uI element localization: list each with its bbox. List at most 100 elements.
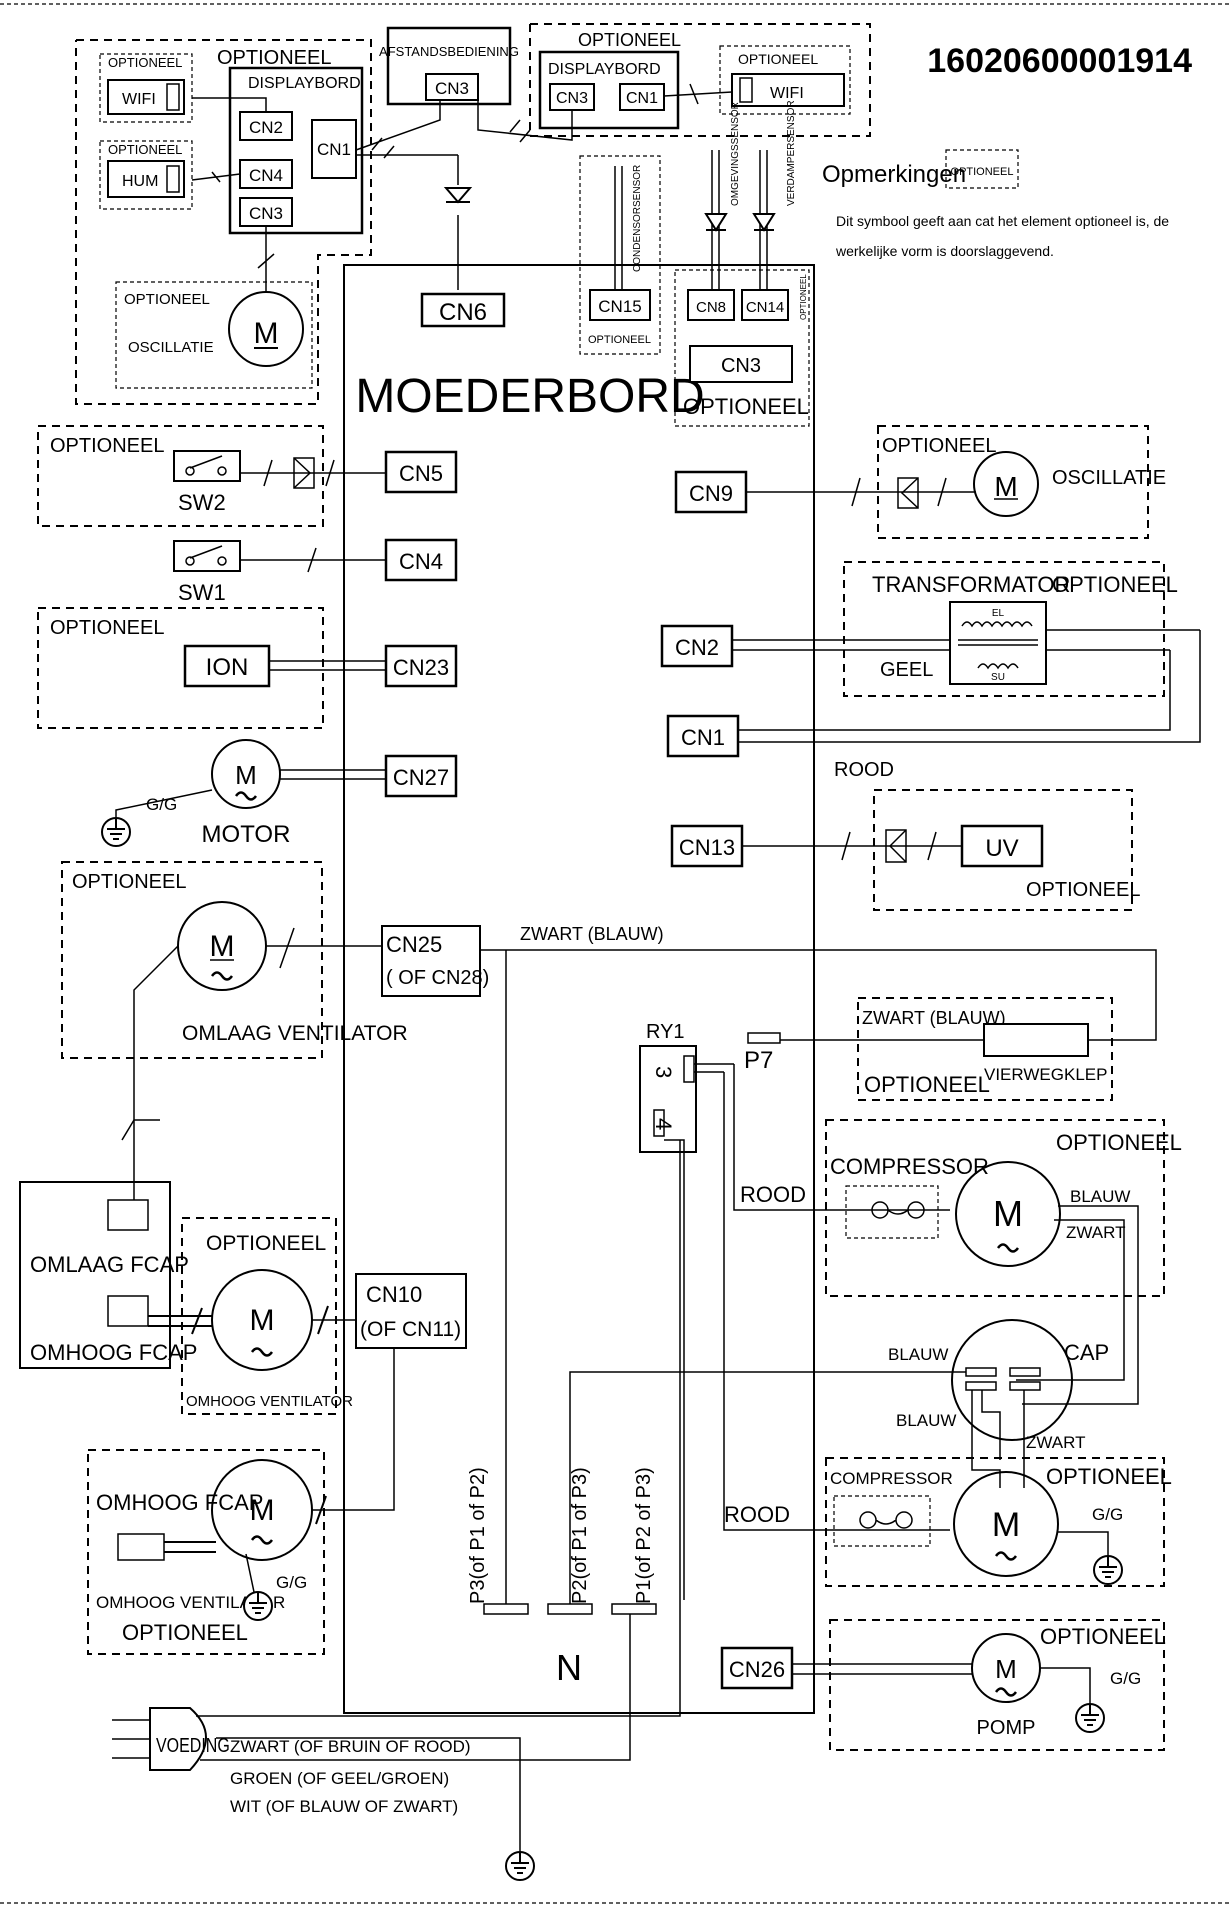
black-blue-label: ZWART (BLAUW)	[520, 924, 664, 944]
switch-sw2	[173, 450, 241, 482]
optional-label: OPTIONEEL	[108, 142, 182, 157]
motor-label: MOTOR	[202, 821, 291, 848]
cn3-label: CN3	[249, 204, 283, 223]
w-green-label: GROEN (OF GEEL/GROEN)	[230, 1769, 449, 1788]
cn10-label: CN10	[366, 1282, 422, 1307]
optional-group-compressor-lower	[825, 1457, 1165, 1587]
cap-label: CAP	[1064, 1340, 1109, 1365]
motor-m-label: M	[210, 930, 235, 963]
blue-label: BLAUW	[888, 1345, 948, 1364]
el-label: EL	[992, 608, 1005, 619]
sw1-label: SW1	[178, 580, 226, 605]
optional-label: OPTIONEEL	[1040, 1624, 1166, 1649]
cn23-connector	[384, 644, 458, 688]
optional-label: OPTIONEEL	[72, 871, 186, 893]
cn25-label: CN25	[386, 932, 442, 957]
cn25-connector	[381, 925, 481, 997]
uv-lamp	[960, 824, 1044, 868]
blue-label: BLAUW	[1070, 1187, 1130, 1206]
symbol-label-label: OPTIONEEL	[951, 166, 1014, 178]
gg-label: G/G	[146, 795, 177, 814]
optional-label: OPTIONEEL	[738, 51, 818, 67]
motor-m-label: M	[254, 317, 279, 350]
cn4-connector	[384, 538, 458, 582]
optional-group-pump	[829, 1619, 1165, 1751]
terminal-p1	[611, 1603, 657, 1615]
transformer-label: TRANSFORMATOR	[872, 572, 1070, 597]
optional-label: OPTIONEEL	[50, 617, 164, 639]
switch-sw1	[173, 540, 241, 572]
cn26-connector	[720, 1646, 794, 1690]
optional-label: OPTIONEEL	[122, 1620, 248, 1645]
up-fan-label: OMHOOG VENTILATOR	[186, 1393, 353, 1410]
terminal-p2	[547, 1603, 593, 1615]
optional-label: OPTIONEEL	[864, 1072, 990, 1097]
optional-group-up-fcap	[87, 1449, 325, 1655]
w-black-label: ZWART (OF BRUIN OF ROOD)	[230, 1737, 471, 1756]
mainboard-box	[343, 264, 815, 1714]
up-fan-label: OMHOOG VENTILATOR	[96, 1593, 285, 1612]
optional-group-display-right	[529, 23, 871, 137]
p2-label: P2(of P1 of P3)	[569, 1467, 591, 1604]
optional-group-osc-right	[877, 425, 1149, 539]
cn13-connector	[670, 824, 744, 868]
cn10-connector	[355, 1273, 467, 1349]
transformer	[949, 601, 1047, 685]
reversing-valve	[983, 1023, 1089, 1057]
cn26-label: CN26	[729, 1657, 785, 1682]
capacitor	[951, 1319, 1073, 1441]
sw2-label: SW2	[178, 490, 226, 515]
black-label: ZWART	[1066, 1223, 1126, 1242]
hum-module	[107, 160, 185, 198]
cn1-label: CN1	[681, 725, 725, 750]
motor-m-label: M	[992, 1506, 1020, 1544]
cn3-label: CN3	[435, 79, 469, 98]
blue-label: BLAUW	[896, 1411, 956, 1430]
yellow-label: GEEL	[880, 659, 933, 681]
optional-label: OPTIONEEL	[217, 47, 331, 69]
amb-sensor-label: OMGEVINGSSENSOR	[730, 102, 741, 206]
black-label: ZWART	[1026, 1433, 1086, 1452]
n-label: N	[556, 1647, 582, 1688]
optional-label: OPTIONEEL	[124, 291, 210, 308]
relay-ry1	[639, 1045, 697, 1153]
red-label: ROOD	[834, 759, 894, 781]
optional-group-uv	[873, 789, 1133, 911]
wifi-label: WIFI	[122, 91, 156, 108]
ion-label: ION	[206, 654, 249, 681]
cn3-connector-sensors	[689, 345, 793, 383]
optional-label: OPTIONEEL	[1026, 879, 1140, 901]
compressor-label: COMPRESSOR	[830, 1469, 953, 1488]
relay-label: RY1	[646, 1021, 685, 1043]
optional-group-down-fan	[61, 861, 323, 1059]
optional-label: OPTIONEEL	[1046, 1464, 1172, 1489]
cn1-label: CN1	[317, 140, 351, 159]
down-fcap-label: OMLAAG FCAP	[30, 1252, 189, 1277]
cn4-label: CN4	[249, 166, 283, 185]
evap-sensor-label: VERDAMPERSENSOR	[786, 100, 797, 206]
optional-group-ion	[37, 607, 324, 729]
optional-label: OPTIONEEL	[206, 1232, 326, 1255]
cn9-label: CN9	[689, 481, 733, 506]
optional-label: OPTIONEEL	[50, 435, 164, 457]
red-label: ROOD	[724, 1502, 790, 1527]
remote-label: AFSTANDSBEDIENING	[379, 44, 519, 59]
optional-label: OPTIONEEL	[882, 435, 996, 457]
su-label: SU	[991, 672, 1005, 683]
optional-group-display-left	[75, 39, 372, 405]
cn6-connector	[420, 292, 506, 328]
optional-group-transformer	[843, 561, 1165, 697]
pump-label: POMP	[977, 1717, 1036, 1739]
cn8-label: CN8	[696, 299, 726, 316]
down-fan-label: OMLAAG VENTILATOR	[182, 1022, 408, 1045]
compressor-lower-motor	[953, 1471, 1059, 1577]
uv-label: UV	[985, 835, 1018, 862]
notes-line-1: Dit symbool geeft aan cat het element op…	[836, 213, 1169, 229]
cn2-label: CN2	[249, 118, 283, 137]
cn4-label: CN4	[399, 549, 443, 574]
cn23-label: CN23	[393, 655, 449, 680]
main-fan-motor	[211, 739, 281, 809]
document-id: 16020600001914	[927, 42, 1192, 80]
